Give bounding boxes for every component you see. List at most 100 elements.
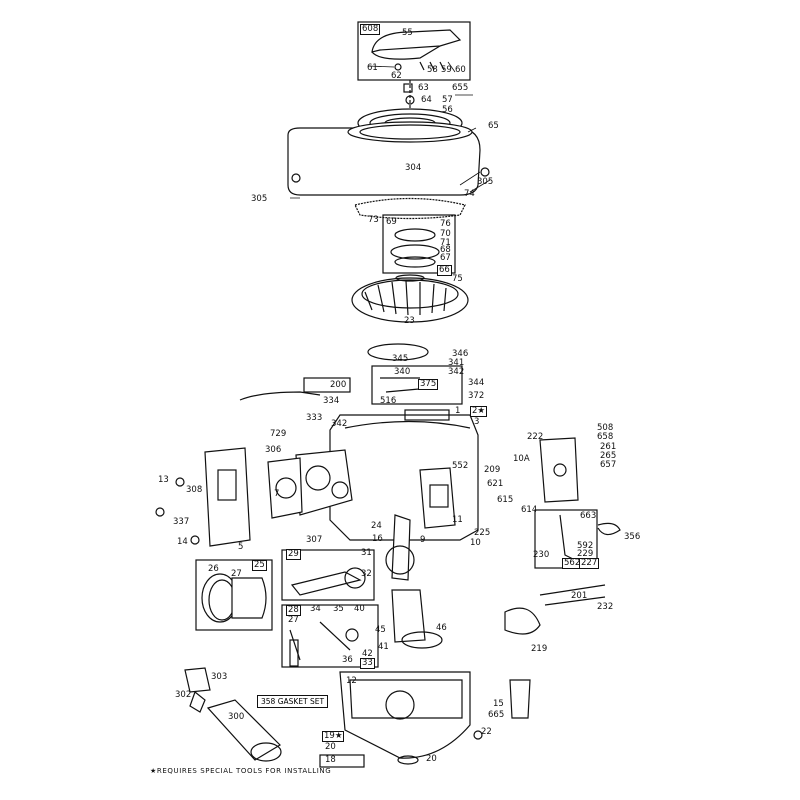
label-663: 663 bbox=[580, 511, 597, 521]
screw-337 bbox=[155, 507, 165, 517]
label-73: 73 bbox=[368, 215, 379, 225]
label-333: 333 bbox=[306, 413, 323, 423]
piston-group-frame bbox=[195, 559, 273, 631]
label-26: 26 bbox=[208, 564, 219, 574]
label-60: 60 bbox=[455, 65, 466, 75]
label-10A: 10A bbox=[513, 454, 530, 464]
crankshaft-16 bbox=[391, 514, 411, 581]
starter-cover-rim bbox=[371, 45, 441, 60]
label-62: 62 bbox=[391, 71, 402, 81]
label-16: 16 bbox=[372, 534, 383, 544]
label-303: 303 bbox=[211, 672, 228, 682]
label-24: 24 bbox=[371, 521, 382, 531]
label-20: 20 bbox=[426, 754, 437, 764]
governor-bracket-222 bbox=[539, 437, 579, 503]
label-27-valve: 27 bbox=[288, 615, 299, 625]
label-304: 304 bbox=[405, 163, 422, 173]
label-13: 13 bbox=[158, 475, 169, 485]
spring-356 bbox=[597, 522, 621, 536]
label-658: 658 bbox=[597, 432, 614, 442]
label-657: 657 bbox=[600, 460, 617, 470]
oil-base-12 bbox=[339, 671, 471, 759]
label-5: 5 bbox=[238, 542, 244, 552]
label-334: 334 bbox=[323, 396, 340, 406]
part-18-frame bbox=[319, 754, 365, 768]
carburetor-flange-308 bbox=[204, 447, 251, 547]
connecting-rod bbox=[290, 571, 362, 596]
label-307: 307 bbox=[306, 535, 323, 545]
screw-305-left bbox=[291, 173, 301, 183]
oil-filter-300 bbox=[206, 699, 281, 761]
crankcase-top bbox=[344, 420, 471, 429]
carb-body bbox=[217, 469, 237, 501]
spark-plug-wire bbox=[239, 391, 321, 401]
flywheel-fins bbox=[364, 280, 447, 316]
governor-219 bbox=[504, 607, 541, 635]
label-200: 200 bbox=[330, 380, 347, 390]
label-225: 225 bbox=[474, 528, 491, 538]
label-25: 25 bbox=[252, 560, 267, 571]
label-67: 67 bbox=[440, 253, 451, 263]
label-59: 59 bbox=[441, 65, 452, 75]
spring-41 bbox=[345, 628, 359, 642]
label-305-left: 305 bbox=[251, 194, 268, 204]
label-337: 337 bbox=[173, 517, 190, 527]
label-508: 508 bbox=[597, 423, 614, 433]
clutch-group-frame bbox=[382, 214, 456, 274]
camshaft-46 bbox=[391, 589, 426, 643]
piston-27 bbox=[231, 577, 267, 619]
label-345: 345 bbox=[392, 354, 409, 364]
label-729: 729 bbox=[270, 429, 287, 439]
label-57: 57 bbox=[442, 95, 453, 105]
label-655: 655 bbox=[452, 83, 469, 93]
label-22: 22 bbox=[481, 727, 492, 737]
label-227: 227 bbox=[579, 558, 600, 569]
label-10: 10 bbox=[470, 538, 481, 548]
valve-port bbox=[331, 481, 349, 499]
label-222: 222 bbox=[527, 432, 544, 442]
label-552: 552 bbox=[452, 461, 469, 471]
label-230: 230 bbox=[533, 550, 550, 560]
label-32: 32 bbox=[361, 569, 372, 579]
links-201-232 bbox=[539, 584, 606, 606]
label-76: 76 bbox=[440, 219, 451, 229]
blower-housing-304 bbox=[287, 127, 481, 196]
head-gasket-7 bbox=[267, 457, 303, 519]
gasket-set-label: 358 GASKET SET bbox=[257, 695, 329, 708]
rod-group-frame bbox=[281, 549, 375, 601]
label-20-box: 20 bbox=[325, 742, 336, 752]
label-7: 7 bbox=[274, 489, 280, 499]
combustion-chamber bbox=[305, 465, 331, 491]
valve-group-frame bbox=[281, 604, 379, 668]
label-1: 1 bbox=[455, 406, 461, 416]
label-34: 34 bbox=[310, 604, 321, 614]
flywheel-23 bbox=[351, 277, 469, 323]
label-74: 74 bbox=[464, 189, 475, 199]
label-56: 56 bbox=[442, 105, 453, 115]
label-42: 42 bbox=[362, 649, 373, 659]
label-300: 300 bbox=[228, 712, 245, 722]
label-64: 64 bbox=[421, 95, 432, 105]
label-608: 608 bbox=[360, 24, 381, 35]
label-615: 615 bbox=[497, 495, 514, 505]
starter-cover-55 bbox=[371, 29, 462, 53]
label-261: 261 bbox=[600, 442, 617, 452]
label-306: 306 bbox=[265, 445, 282, 455]
label-71: 71 bbox=[440, 238, 451, 248]
label-61: 61 bbox=[367, 63, 378, 73]
elbow-302 bbox=[189, 691, 206, 713]
label-19-special: 19★ bbox=[322, 731, 345, 742]
label-209: 209 bbox=[484, 465, 501, 475]
label-33: 33 bbox=[360, 658, 375, 669]
label-75: 75 bbox=[452, 274, 463, 284]
label-58: 58 bbox=[427, 65, 438, 75]
label-2-special: 2★ bbox=[470, 406, 488, 417]
label-592: 592 bbox=[577, 541, 594, 551]
label-344: 344 bbox=[468, 378, 485, 388]
label-3: 3 bbox=[474, 417, 480, 427]
seal-20 bbox=[397, 755, 419, 765]
dipstick-15 bbox=[509, 679, 531, 719]
governor-lever bbox=[559, 514, 576, 561]
breather-552 bbox=[419, 467, 456, 529]
part-63 bbox=[403, 83, 413, 93]
